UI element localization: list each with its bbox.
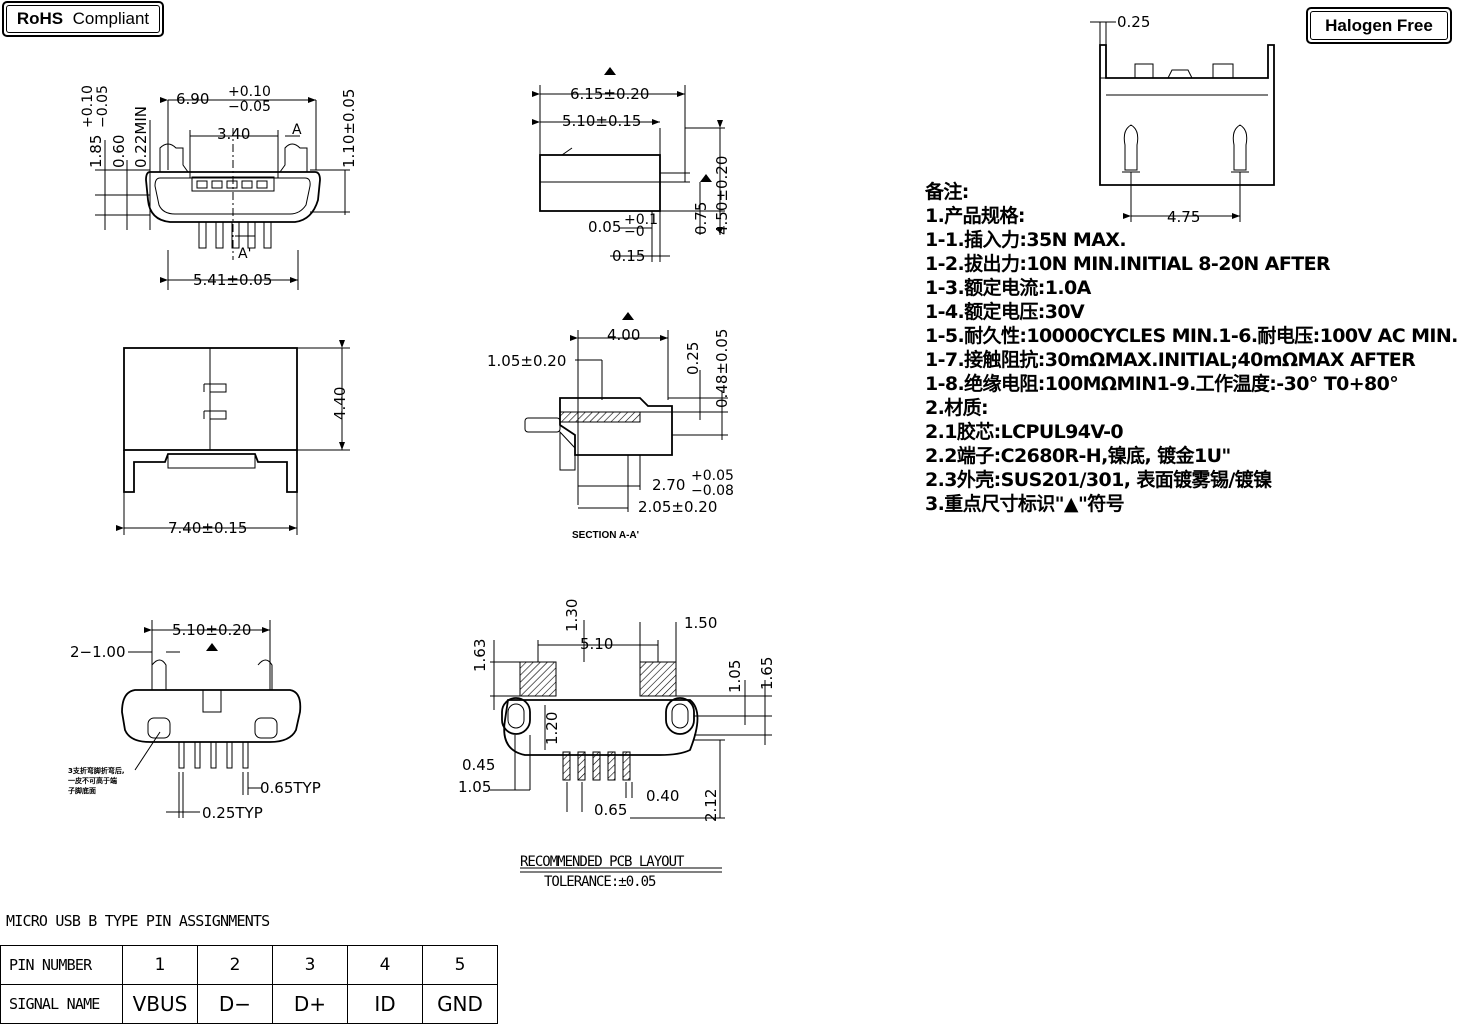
- dim-0-15: 0.15: [612, 247, 645, 265]
- side-view-top-right: [1090, 21, 1275, 222]
- halogen-free-badge: Halogen Free: [1306, 7, 1452, 44]
- dim-2-05: 2.05±0.20: [638, 498, 717, 516]
- dim-1-65: 1.65: [758, 657, 776, 690]
- pin-cell: 4: [347, 945, 423, 985]
- dim-0-75: 0.75: [692, 202, 710, 235]
- bend-note-line-1: 3支折弯脚折弯后,: [68, 766, 125, 775]
- bend-note-line-2: 一皮不可高于端: [68, 776, 117, 785]
- table-row: PIN NUMBER 1 2 3 4 5: [0, 945, 498, 985]
- section-view: [524, 312, 728, 512]
- note-line: 1-1.插入力:35N MAX.: [925, 229, 1127, 251]
- note-line: 1-2.拔出力:10N MIN.INITIAL 8-20N AFTER: [925, 253, 1331, 275]
- pin-assignment-table: PIN NUMBER 1 2 3 4 5 SIGNAL NAME VBUS D−…: [0, 945, 498, 1024]
- note-line: 1-8.绝缘电阻:100MΩMIN1-9.工作温度:-30° T0+80°: [925, 373, 1399, 395]
- dim-6-90: 6.90: [176, 90, 209, 108]
- note-line: 2.1胶芯:LCPUL94V-0: [925, 421, 1124, 443]
- dim-0-65typ: 0.65TYP: [260, 779, 321, 797]
- dim-5-10-bottom: 5.10±0.20: [172, 621, 251, 639]
- pin-number-label: PIN NUMBER: [0, 945, 123, 985]
- dim-2-70: 2.70: [652, 476, 685, 494]
- signal-cell: D−: [197, 984, 273, 1024]
- signal-name-label: SIGNAL NAME: [0, 984, 123, 1024]
- note-line: 2.2端子:C2680R-H,镍底, 镀金1U": [925, 445, 1231, 467]
- bend-note-line-3: 子脚底面: [68, 786, 96, 795]
- rohs-compliant-badge: RoHS Compliant: [2, 1, 164, 37]
- dim-5-10-top: 5.10±0.15: [562, 112, 641, 130]
- note-line: 1-7.接触阻抗:30mΩMAX.INITIAL;40mΩMAX AFTER: [925, 349, 1416, 371]
- note-line: 备注:: [925, 181, 969, 203]
- pin-cell: 1: [122, 945, 198, 985]
- dim-1-85: 1.85: [87, 135, 105, 168]
- dim-0-25typ: 0.25TYP: [202, 804, 263, 822]
- pcb-tolerance: TOLERANCE:±0.05: [544, 874, 656, 890]
- dim-0-05-tol-plus: +0.1: [624, 212, 658, 228]
- dim-0-22min: 0.22MIN: [132, 106, 150, 168]
- dim-2-70-tol-plus: +0.05: [691, 468, 734, 484]
- dim-1-05-pcb-bottom: 1.05: [458, 778, 491, 796]
- dim-7-40: 7.40±0.15: [168, 519, 247, 537]
- section-mark-a-prime: A': [238, 246, 251, 262]
- front-view-bottom: [121, 620, 302, 818]
- pin-cell: 5: [422, 945, 498, 985]
- top-view-middle: [116, 340, 350, 535]
- table-row: SIGNAL NAME VBUS D− D+ ID GND: [0, 984, 498, 1024]
- dim-0-60: 0.60: [110, 135, 128, 168]
- pin-table-title: MICRO USB B TYPE PIN ASSIGNMENTS: [6, 912, 270, 930]
- dim-1-50: 1.50: [684, 614, 717, 632]
- dim-6-90-tol-plus: +0.10: [228, 84, 271, 100]
- dim-1-05: 1.05±0.20: [487, 352, 566, 370]
- dim-0-25-section: 0.25: [684, 342, 702, 375]
- dim-5-41: 5.41±0.05: [193, 271, 272, 289]
- dim-0-40: 0.40: [646, 787, 679, 805]
- dim-1-85-tol-minus: −0.05: [95, 85, 111, 128]
- dim-6-15: 6.15±0.20: [570, 85, 649, 103]
- front-view-top: [95, 97, 350, 290]
- dim-2-12: 2.12: [702, 789, 720, 822]
- signal-cell: VBUS: [122, 984, 198, 1024]
- dim-0-05: 0.05: [588, 218, 621, 236]
- halogen-free-label: Halogen Free: [1310, 11, 1448, 40]
- dim-4-75: 4.75: [1167, 208, 1200, 226]
- dim-6-90-tol-minus: −0.05: [228, 99, 271, 115]
- note-line: 1-5.耐久性:10000CYCLES MIN.1-6.耐电压:100V AC …: [925, 325, 1458, 347]
- dim-2-70-tol-minus: −0.08: [691, 483, 734, 499]
- note-line: 3.重点尺寸标识"▲"符号: [925, 493, 1125, 515]
- dim-1-05-pcb: 1.05: [726, 660, 744, 693]
- dim-1-20: 1.20: [543, 712, 561, 745]
- side-view-top: [532, 67, 725, 262]
- dim-0-45: 0.45: [462, 756, 495, 774]
- section-title: SECTION A-A': [572, 530, 639, 541]
- pin-cell: 2: [197, 945, 273, 985]
- signal-cell: ID: [347, 984, 423, 1024]
- dim-1-30: 1.30: [563, 599, 581, 632]
- dim-0-05-tol-minus: −0: [624, 224, 645, 240]
- dim-0-25-topright: 0.25: [1117, 13, 1150, 31]
- dim-1-85-tol-plus: +0.10: [80, 85, 96, 128]
- dim-0-65-pcb: 0.65: [594, 801, 627, 819]
- note-line: 1-4.额定电压:30V: [925, 301, 1085, 323]
- dim-2-1-00: 2−1.00: [70, 643, 126, 661]
- section-mark-a: A: [292, 122, 302, 138]
- dim-4-00: 4.00: [607, 326, 640, 344]
- note-line: 2.3外壳:SUS201/301, 表面镀雾锡/镀镍: [925, 469, 1272, 491]
- pcb-layout-view: [490, 620, 772, 873]
- note-line: 2.材质:: [925, 397, 989, 419]
- compliant-label: Compliant: [72, 9, 150, 28]
- rohs-label: RoHS: [16, 9, 64, 28]
- spec-notes: 备注: 1.产品规格: 1-1.插入力:35N MAX. 1-2.拔出力:10N…: [925, 180, 1458, 516]
- dim-5-10-pcb: 5.10: [580, 635, 613, 653]
- pin-cell: 3: [272, 945, 348, 985]
- dim-4-50: 4.50±0.20: [713, 156, 731, 235]
- note-line: 1-3.额定电流:1.0A: [925, 277, 1091, 299]
- dim-1-63: 1.63: [471, 639, 489, 672]
- pcb-layout-title: RECOMMENDED PCB LAYOUT: [520, 854, 685, 870]
- signal-cell: GND: [422, 984, 498, 1024]
- dim-3-40: 3.40: [217, 125, 250, 143]
- dim-1-10: 1.10±0.05: [340, 89, 358, 168]
- dim-4-40: 4.40: [331, 387, 349, 420]
- signal-cell: D+: [272, 984, 348, 1024]
- dim-0-48: 0.48±0.05: [713, 329, 731, 408]
- note-line: 1.产品规格:: [925, 205, 1025, 227]
